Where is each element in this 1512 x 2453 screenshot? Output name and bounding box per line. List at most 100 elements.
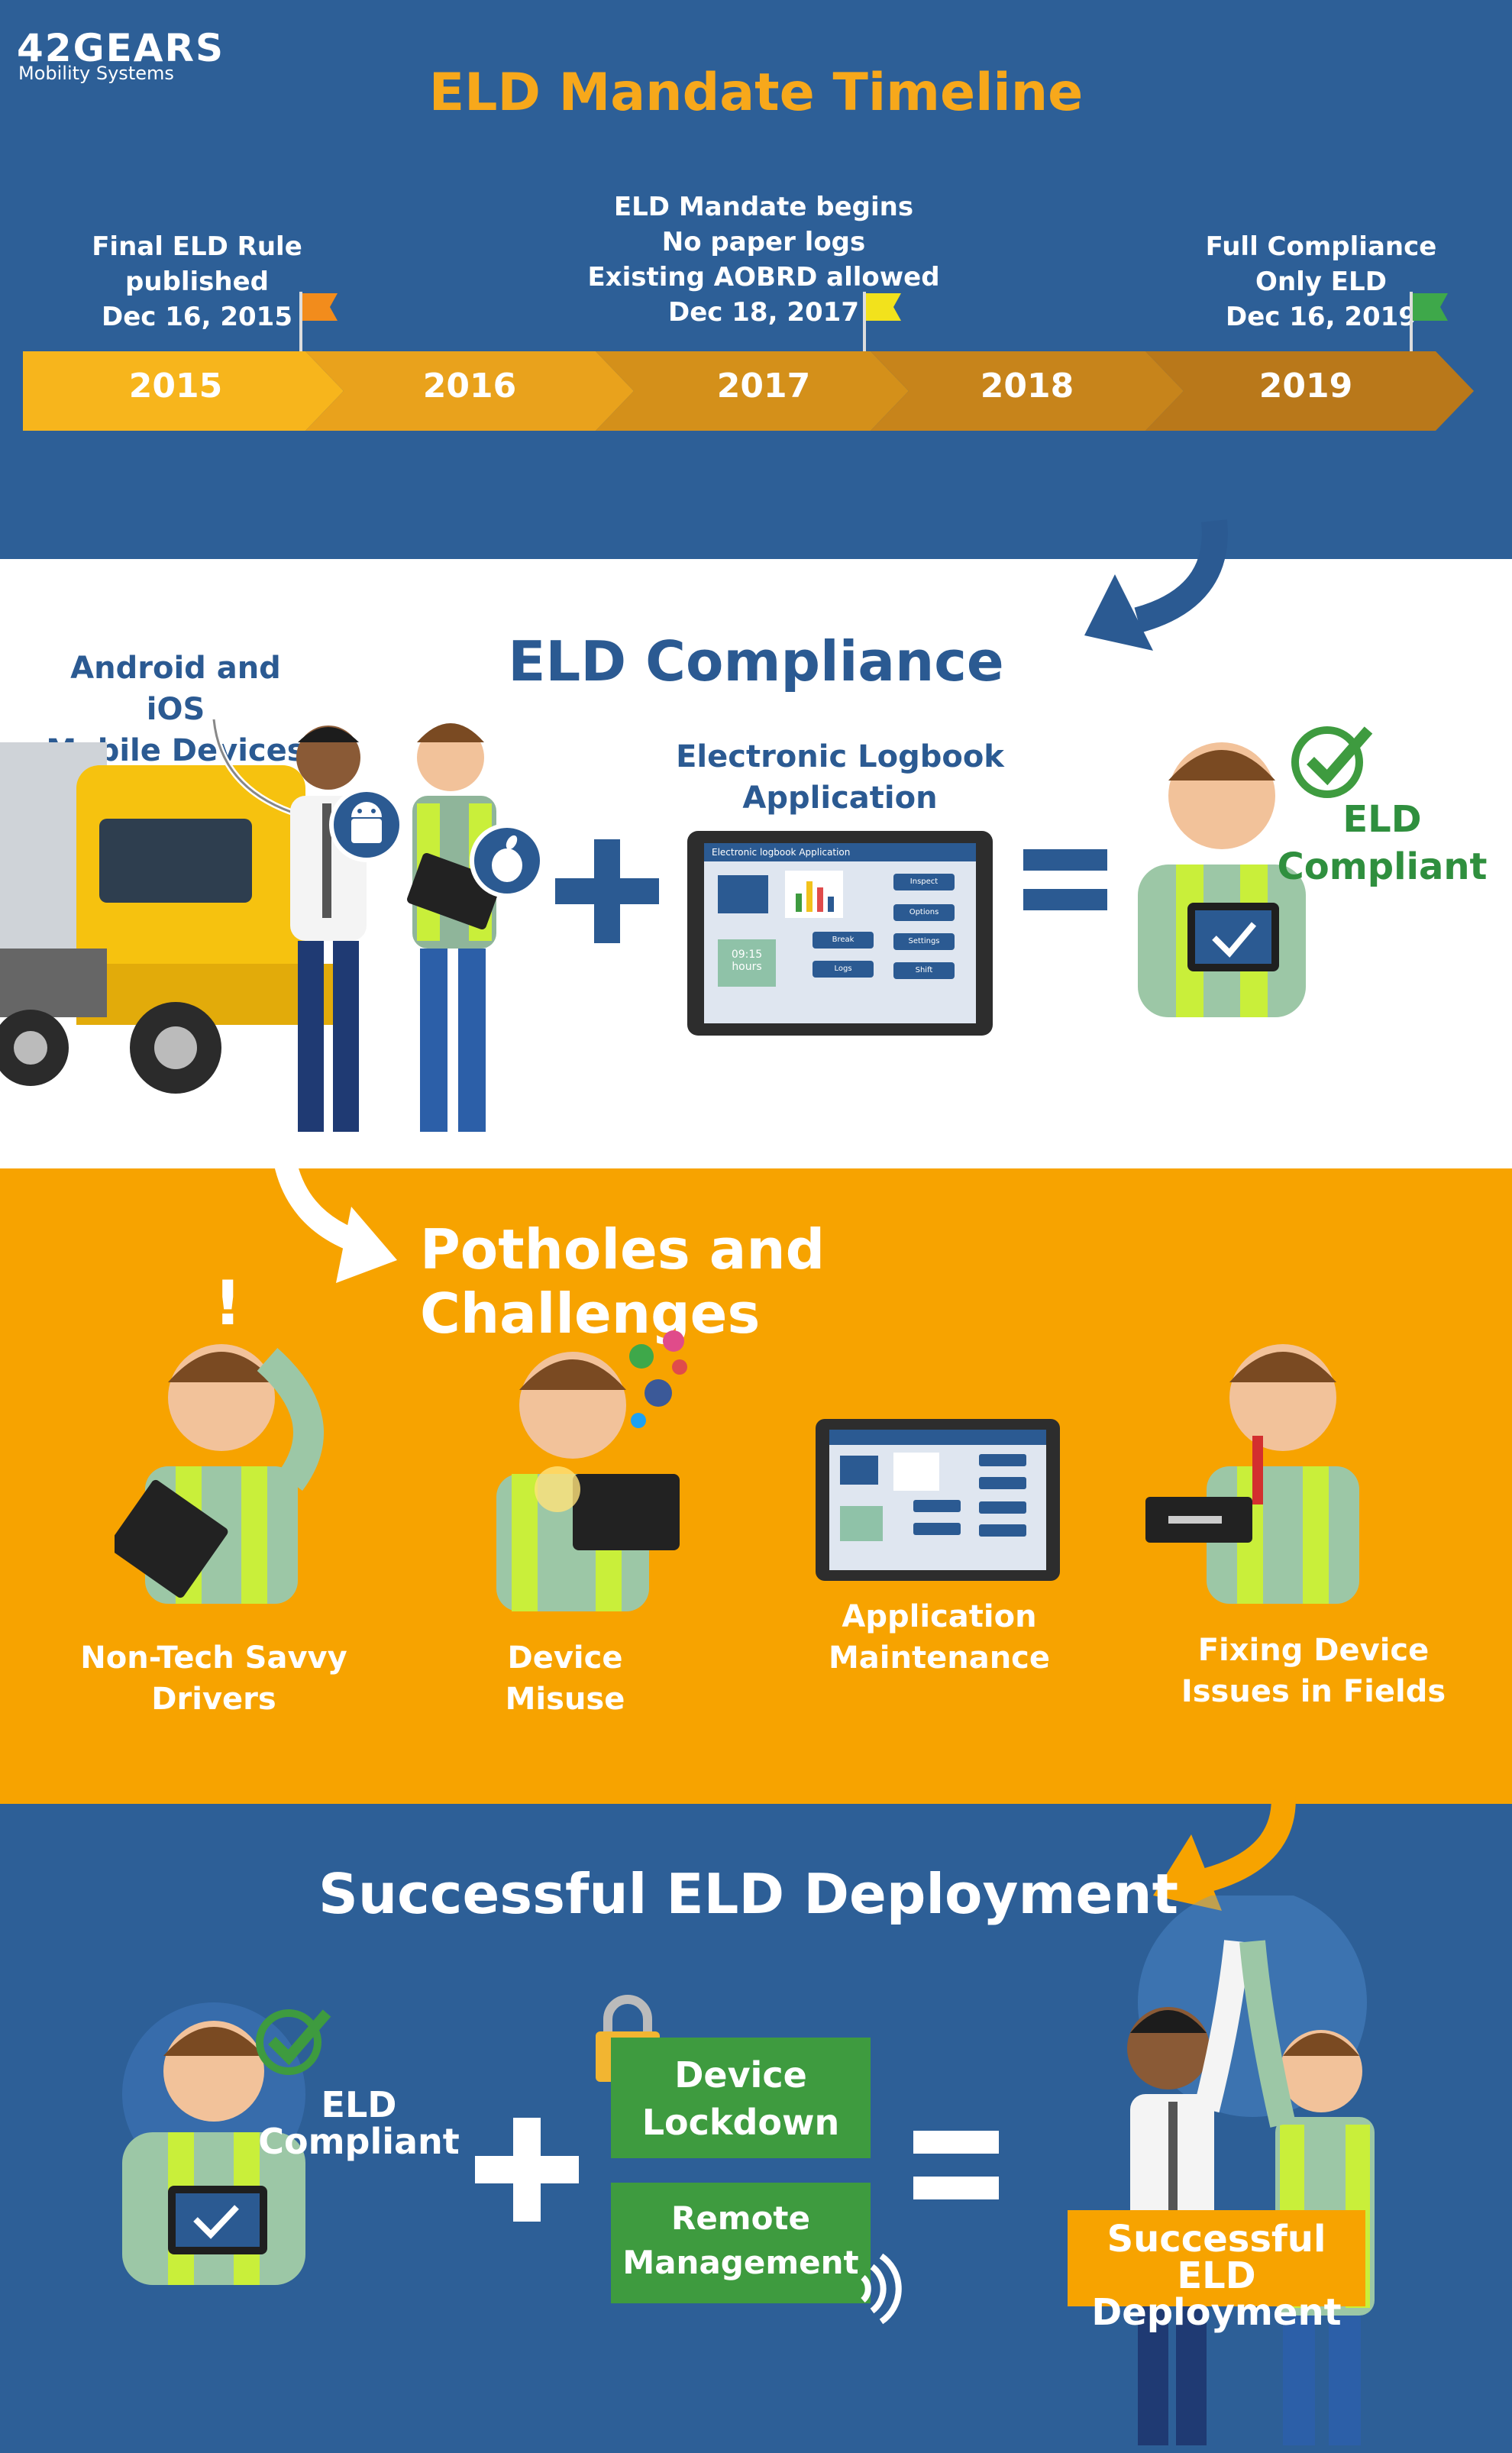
- alert-icon: !: [214, 1268, 242, 1339]
- equals-icon-bottom: [1023, 889, 1107, 910]
- milestone-line: ELD Mandate begins: [613, 192, 914, 222]
- curved-arrow-icon: [271, 1144, 397, 1283]
- options-button[interactable]: Options: [893, 904, 955, 921]
- milestone-line: Dec 16, 2019: [1226, 302, 1417, 332]
- time-value: 09:15: [731, 949, 763, 961]
- compliance-section: ELD Compliance Android and iOS Mobile De…: [0, 519, 1512, 1168]
- milestone-line: Dec 18, 2017: [668, 297, 859, 328]
- eld-compliant-label: ELD Compliant: [1268, 796, 1497, 890]
- equals-icon-bottom: [913, 2177, 999, 2199]
- break-button[interactable]: Break: [813, 932, 874, 949]
- timeline-bar: [23, 351, 1474, 431]
- tablet-screen: [829, 1430, 1046, 1570]
- milestone-line: No paper logs: [661, 227, 866, 257]
- challenge-label-line: Drivers: [151, 1682, 276, 1717]
- challenge-label-line: Issues in Fields: [1181, 1674, 1446, 1709]
- time-tile: 09:15 hours: [718, 939, 776, 987]
- app-label-line: Electronic Logbook: [676, 739, 1004, 774]
- timeline-segment-2016: [305, 351, 634, 431]
- badge-line: Successful ELD: [1107, 2218, 1326, 2297]
- deployment-title: Successful ELD Deployment: [318, 1862, 1178, 1926]
- high-five-illustration: [1127, 1896, 1375, 2445]
- twitter-icon: [631, 1413, 646, 1428]
- chart-tile-icon: [785, 871, 843, 918]
- eld-compliant-line: Compliant: [1277, 845, 1488, 888]
- milestone-2015: Final ELD Rule published Dec 16, 2015: [75, 229, 319, 334]
- drivers-illustration: [290, 723, 502, 1132]
- timeline-section: 42GEARS Mobility Systems ELD Mandate Tim…: [0, 0, 1512, 559]
- app-label-line: Application: [742, 780, 938, 816]
- device-misuse-illustration: [496, 1352, 680, 1611]
- challenges-title: Potholes and Challenges: [420, 1217, 825, 1346]
- eld-compliant-line: ELD: [1342, 798, 1422, 841]
- tablet-screen: Electronic logbook Application 09:15 hou…: [704, 843, 976, 1023]
- compliance-title: ELD Compliance: [508, 629, 1004, 693]
- challenges-section: Potholes and Challenges ! Non-Tech Savvy…: [0, 1144, 1512, 1804]
- compliant-driver-illustration: [1138, 742, 1306, 1017]
- curved-arrow-icon: [1153, 1787, 1296, 1911]
- timeline-title: ELD Mandate Timeline: [428, 63, 1084, 123]
- check-circle-icon: [256, 2009, 331, 2075]
- whatsapp-icon: [629, 1344, 654, 1369]
- compliant-label-line: Compliant: [258, 2121, 460, 2162]
- compliant-label-line: ELD: [321, 2084, 397, 2125]
- milestone-line: Only ELD: [1255, 267, 1387, 297]
- year-2015: 2015: [128, 367, 223, 406]
- year-2016: 2016: [422, 367, 517, 406]
- lockdown-line: Lockdown: [641, 2102, 840, 2143]
- successful-deployment-badge: Successful ELD Deployment: [1068, 2210, 1365, 2331]
- challenge-label-line: Fixing Device: [1197, 1633, 1430, 1668]
- timeline-segment-2017: [596, 351, 909, 431]
- milestone-line: Existing AOBRD allowed: [587, 262, 940, 292]
- challenge-non-tech: Non-Tech Savvy Drivers: [69, 1637, 359, 1720]
- challenge-label-line: Misuse: [505, 1682, 625, 1717]
- milestone-2017: ELD Mandate begins No paper logs Existin…: [580, 189, 947, 330]
- truck-illustration: [0, 742, 351, 1094]
- challenge-fixing-issues: Fixing Device Issues in Fields: [1153, 1630, 1474, 1712]
- compliant-driver-illustration: [122, 2002, 305, 2285]
- challenge-device-misuse: Device Misuse: [428, 1637, 703, 1720]
- confused-driver-illustration: [115, 1344, 324, 1604]
- truck-tile-icon: [718, 875, 768, 913]
- lockdown-line: Device: [674, 2054, 807, 2096]
- challenge-label-line: Application: [842, 1599, 1037, 1634]
- devices-label-line: Android and iOS: [70, 651, 281, 727]
- brand-logo: 42GEARS: [17, 26, 225, 70]
- year-2019: 2019: [1258, 367, 1353, 406]
- inspect-button[interactable]: Inspect: [893, 874, 955, 890]
- apple-icon: [470, 823, 544, 898]
- remote-line: Remote: [670, 2199, 810, 2237]
- timeline-segment-2019: [1145, 351, 1474, 431]
- shift-button[interactable]: Shift: [893, 962, 955, 979]
- deployment-compliant-label: ELD Compliant: [244, 2086, 473, 2160]
- yellow-flag-icon: [863, 292, 901, 351]
- timeline-segment-2018: [871, 351, 1184, 431]
- equals-icon: [913, 2131, 999, 2154]
- android-icon: [329, 787, 404, 862]
- tablet-header: Electronic logbook Application: [704, 843, 976, 861]
- milestone-line: Final ELD Rule: [92, 231, 302, 262]
- milestone-line: Dec 16, 2015: [102, 302, 292, 332]
- check-circle-icon: [1291, 726, 1373, 798]
- maintenance-tablet: [816, 1419, 1060, 1581]
- app-label: Electronic Logbook Application: [657, 736, 1023, 819]
- badge-line: Deployment: [1091, 2291, 1342, 2334]
- settings-button[interactable]: Settings: [893, 933, 955, 950]
- remote-line: Management: [622, 2244, 859, 2281]
- milestone-line: Full Compliance: [1205, 231, 1437, 262]
- email-icon: [663, 1330, 684, 1352]
- signal-icon: [861, 2253, 902, 2325]
- challenge-label-line: Maintenance: [828, 1640, 1051, 1676]
- deployment-section: Successful ELD Deployment ELD Compliant …: [0, 1787, 1512, 2453]
- orange-flag-icon: [299, 292, 338, 351]
- logs-button[interactable]: Logs: [813, 961, 874, 978]
- green-flag-icon: [1410, 292, 1448, 351]
- device-lockdown-box: Device Lockdown: [611, 2038, 871, 2158]
- youtube-icon: [672, 1359, 687, 1375]
- challenge-label-line: Device: [507, 1640, 623, 1676]
- repair-driver-illustration: [1145, 1344, 1359, 1604]
- milestone-2019: Full Compliance Only ELD Dec 16, 2019: [1199, 229, 1443, 334]
- milestone-line: published: [124, 267, 270, 297]
- logbook-tablet: Electronic logbook Application 09:15 hou…: [687, 831, 993, 1036]
- social-icons: [629, 1330, 687, 1428]
